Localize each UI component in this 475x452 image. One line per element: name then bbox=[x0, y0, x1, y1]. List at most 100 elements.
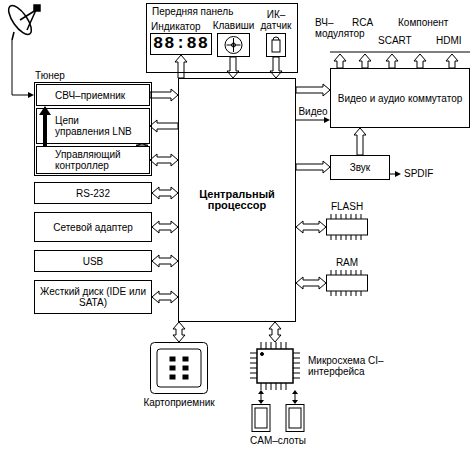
shape-line bbox=[295, 393, 296, 401]
node-text: Видео и аудио коммутатор bbox=[338, 93, 463, 104]
shape-polygon bbox=[173, 322, 185, 342]
display-box: Индикатор88:88 bbox=[150, 33, 212, 55]
connector-arrow bbox=[150, 154, 178, 166]
shape-polygon bbox=[152, 255, 178, 267]
shape-polygon bbox=[395, 171, 401, 177]
shape-polygon bbox=[152, 187, 178, 199]
display-digits: 88:88 bbox=[153, 35, 209, 53]
shape-circle bbox=[261, 353, 264, 356]
memory-chip bbox=[326, 270, 368, 296]
shape-polygon bbox=[446, 54, 458, 68]
shape-circle bbox=[232, 43, 236, 47]
connector-arrow bbox=[150, 89, 178, 101]
shape-polygon bbox=[270, 57, 282, 78]
shape-line bbox=[227, 45, 241, 46]
node-heading: ИК– датчик bbox=[257, 9, 295, 31]
shape-polygon bbox=[150, 120, 178, 132]
shape-rect bbox=[218, 34, 250, 57]
memory-chip bbox=[326, 214, 368, 240]
shape-line bbox=[12, 32, 14, 40]
shape-rect bbox=[183, 366, 188, 370]
shape-path bbox=[250, 342, 300, 390]
tuner-group: ТюнерСВЧ–приемникЦепи управления LNBУпра… bbox=[34, 82, 152, 176]
shape-line bbox=[261, 393, 262, 401]
connector-arrow bbox=[39, 106, 51, 146]
satellite-dish bbox=[5, 2, 40, 40]
shape-line bbox=[330, 52, 470, 53]
edge-label: Видео bbox=[298, 106, 327, 117]
shape-polygon bbox=[296, 221, 326, 233]
connector-arrow bbox=[296, 84, 330, 96]
shape-polygon bbox=[292, 400, 298, 404]
cam-slots: CAM–слоты bbox=[248, 404, 308, 432]
process-box: RS-232 bbox=[34, 182, 152, 204]
connector-arrow bbox=[258, 390, 264, 404]
shape-line bbox=[27, 10, 36, 30]
ci-chip: Микросхема CI–интерфейса bbox=[250, 342, 300, 390]
shape-rect bbox=[267, 34, 286, 57]
shape-rect bbox=[170, 357, 175, 361]
shape-polygon bbox=[152, 291, 178, 303]
shape-rect bbox=[286, 405, 304, 432]
process-box: Управляющий контроллер bbox=[36, 146, 150, 174]
node-text: СВЧ–приемник bbox=[55, 90, 125, 101]
shape-rect bbox=[327, 275, 368, 291]
signal-label: SCART bbox=[378, 35, 412, 46]
signal-label: RCA bbox=[352, 17, 373, 28]
shape-polygon bbox=[258, 400, 264, 404]
shape-rect bbox=[34, 5, 40, 11]
signal-label: Компонент bbox=[398, 17, 448, 28]
shape-rect bbox=[151, 343, 208, 394]
card-reader: Картоприемник bbox=[150, 342, 208, 394]
signal-label: SPDIF bbox=[404, 168, 433, 179]
connector-arrow bbox=[152, 291, 178, 303]
node-text: Жесткий диск (IDE или SATA) bbox=[39, 286, 147, 308]
connector-arrow bbox=[175, 55, 187, 78]
card-reader bbox=[150, 342, 208, 394]
shape-polygon bbox=[386, 54, 398, 68]
process-box: Звук bbox=[330, 155, 390, 180]
connector-arrow bbox=[152, 255, 178, 267]
process-box: USB bbox=[34, 250, 152, 272]
shape-circle bbox=[225, 37, 242, 54]
keypad-icon bbox=[217, 33, 250, 57]
ir-sensor-icon bbox=[266, 33, 286, 57]
shape-polygon bbox=[414, 54, 426, 68]
shape-rect bbox=[183, 357, 188, 361]
ci-chip bbox=[250, 342, 300, 390]
connector-arrow bbox=[152, 187, 178, 199]
shape-polygon bbox=[150, 154, 178, 166]
shape-polygon bbox=[296, 84, 330, 96]
connector-arrow bbox=[292, 390, 298, 404]
connector-arrow bbox=[354, 128, 366, 155]
node-text: Сетевой адаптер bbox=[53, 222, 133, 233]
connector-arrow bbox=[296, 161, 330, 173]
process-box: Цепи управления LNB bbox=[36, 108, 150, 144]
node-heading: Клавиши bbox=[213, 20, 255, 31]
shape-rect bbox=[157, 349, 201, 387]
shape-rect bbox=[289, 408, 301, 428]
flash-chip: FLASH bbox=[326, 214, 368, 240]
shape-line bbox=[296, 120, 325, 121]
cam-slots bbox=[248, 404, 308, 432]
ir-sensor: ИК– датчик bbox=[266, 33, 286, 57]
connector-arrow bbox=[173, 322, 185, 342]
shape-rect bbox=[252, 405, 270, 432]
cpu-box: Центральный процессор bbox=[178, 78, 296, 322]
node-text: USB bbox=[83, 256, 104, 267]
connector-arrow bbox=[296, 117, 330, 123]
node-heading: FLASH bbox=[331, 201, 363, 212]
shape-rect bbox=[272, 40, 280, 52]
antenna-cable bbox=[12, 40, 34, 98]
shape-polygon bbox=[152, 221, 178, 233]
shape-polygon bbox=[292, 390, 298, 394]
process-box: Жесткий диск (IDE или SATA) bbox=[34, 280, 152, 314]
node-heading: CAM–слоты bbox=[250, 435, 306, 446]
connector-arrow bbox=[227, 57, 239, 78]
shape-line bbox=[43, 114, 47, 146]
node-heading: Тюнер bbox=[35, 70, 65, 81]
connector-arrow bbox=[269, 322, 281, 342]
shape-polygon bbox=[269, 322, 281, 342]
connector-arrow bbox=[152, 221, 178, 233]
